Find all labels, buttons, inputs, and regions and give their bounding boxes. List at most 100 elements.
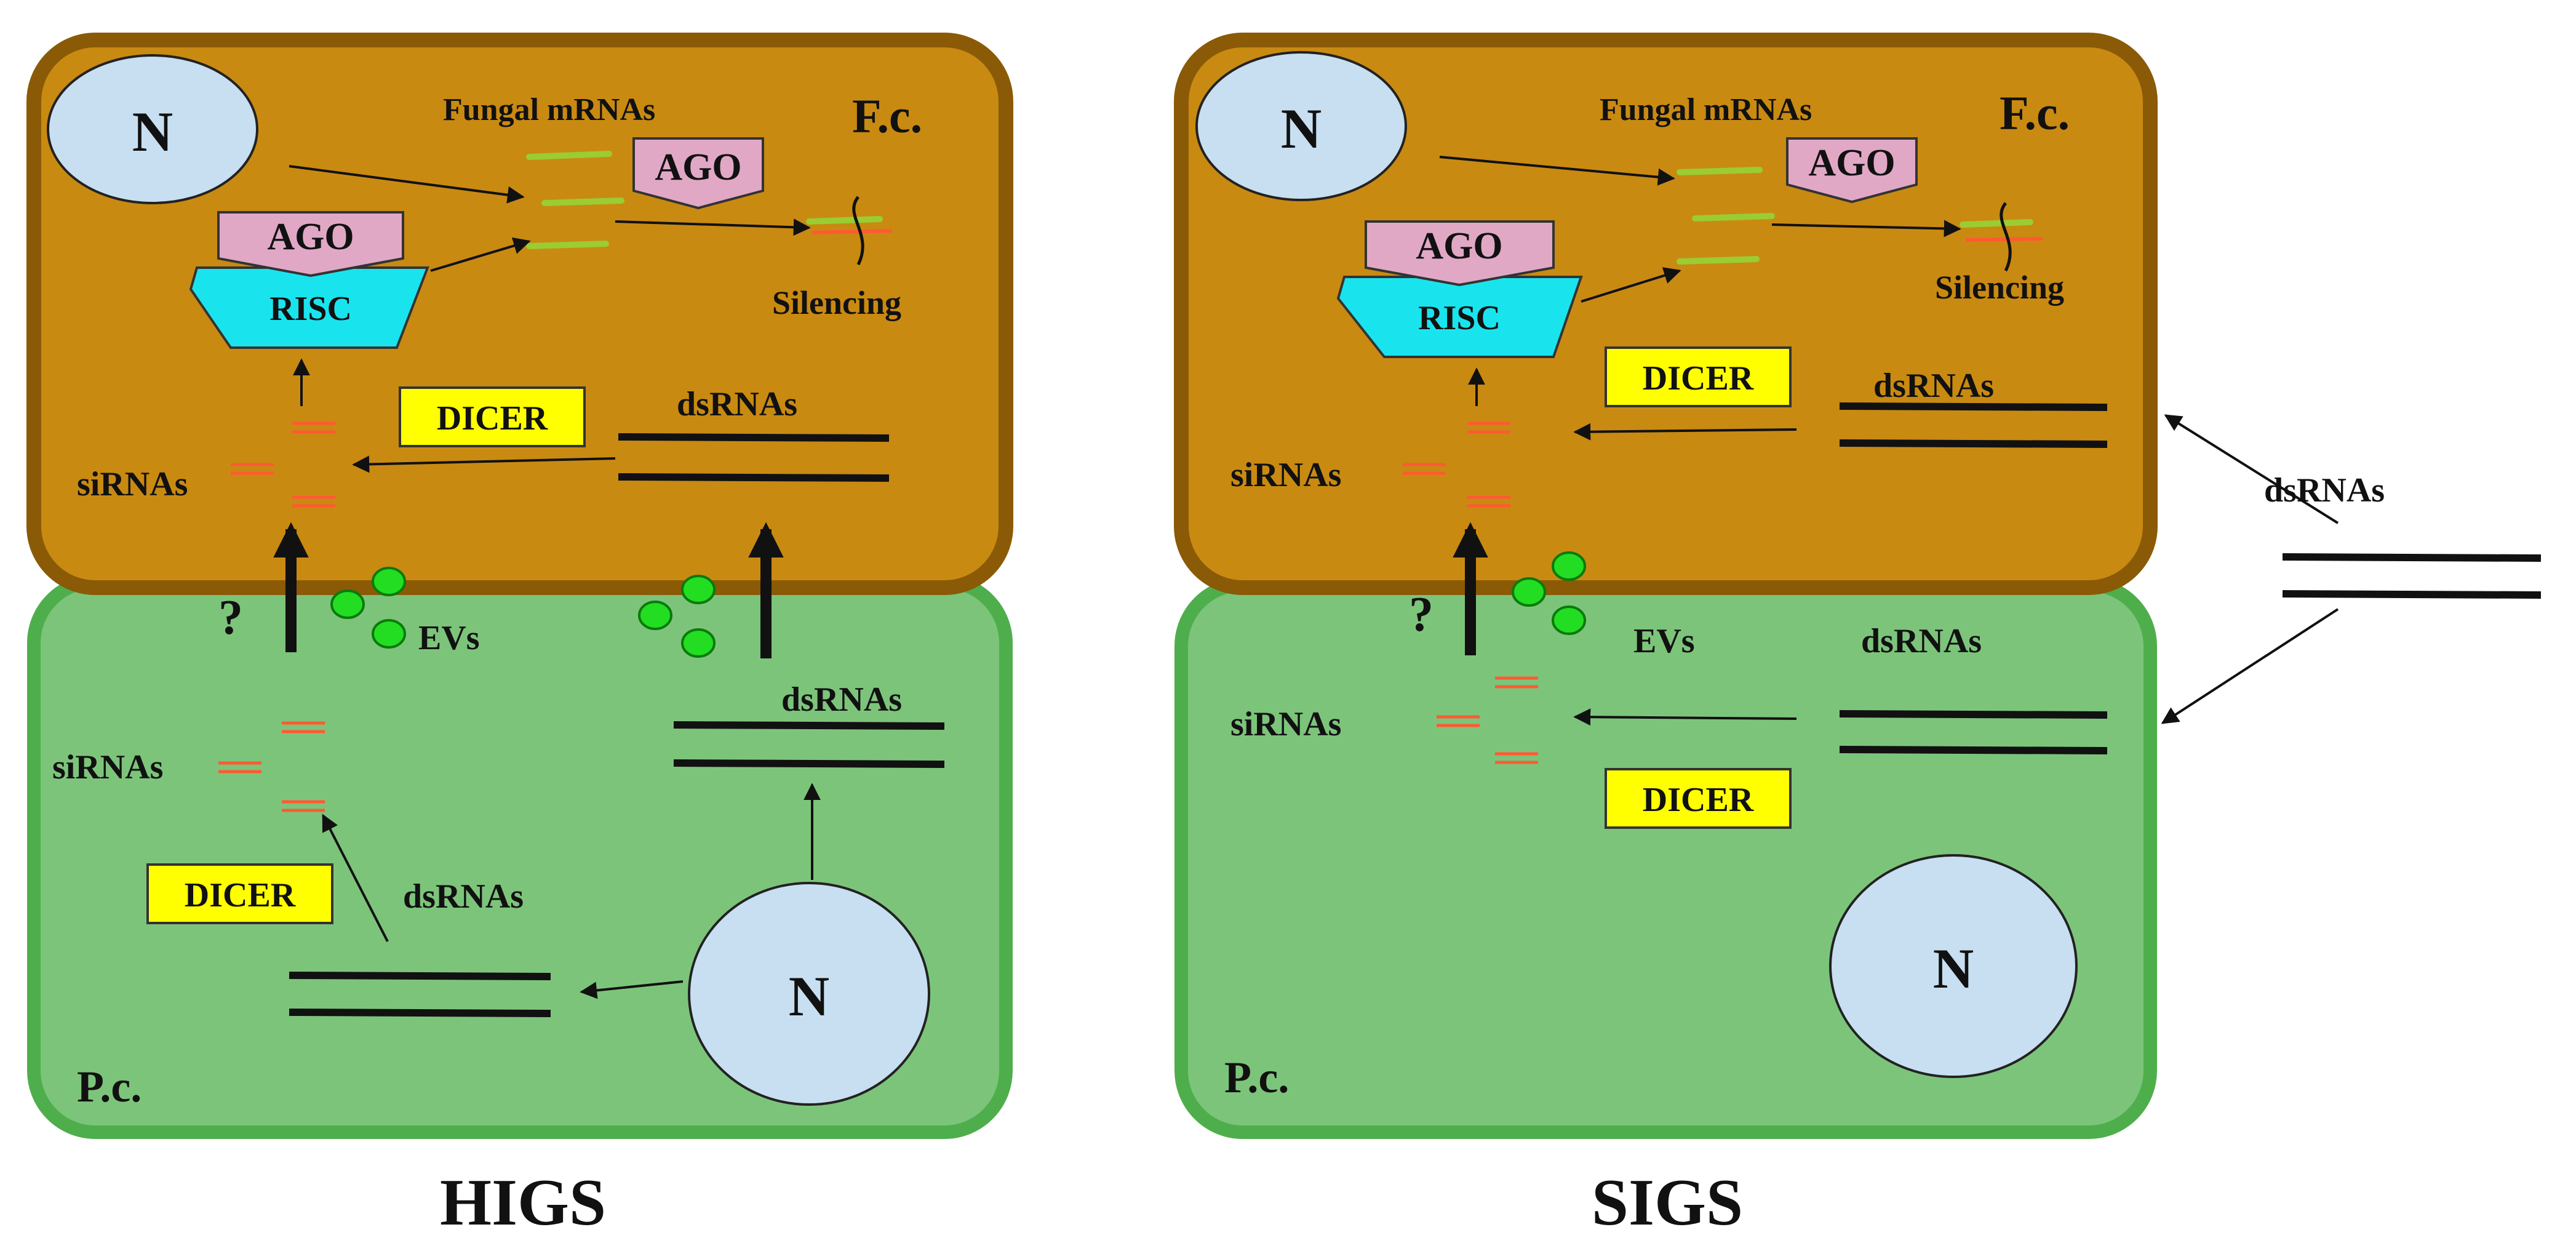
ago-label-top: AGO: [1808, 142, 1895, 184]
dsrna-fungal: [1839, 402, 2108, 448]
mrna-strand: [1677, 256, 1760, 265]
ago-box-top: [632, 137, 764, 210]
plant-arrows: [322, 783, 821, 999]
fungal-mrnas-label: Fungal mRNAs: [443, 92, 655, 127]
fungal-mrnas: [1677, 167, 2033, 265]
silencing-label: Silencing: [1935, 269, 2064, 306]
arrow-risc-to-mrna: [1581, 267, 1681, 303]
fungal-nucleus-label: N: [132, 100, 173, 163]
dicer-label-plant: DICER: [185, 876, 296, 914]
fungal-arrows: [289, 165, 811, 473]
external-dsrna: [2282, 553, 2542, 599]
dicer-box-plant: [146, 863, 333, 924]
arrow-external-to-plant: [2161, 608, 2339, 724]
arrow-nucleus-to-dsrna: [580, 980, 684, 999]
risc-label: RISC: [269, 290, 352, 328]
evs-label: EVs: [1633, 622, 1695, 660]
arrow-dsrna-to-sirna-plant: [1573, 708, 1797, 726]
fungal-arrows: [1439, 156, 1961, 441]
silencing-cleavage: [811, 196, 893, 266]
ago-box-top: [1786, 137, 1918, 204]
ago-label-risc: AGO: [1416, 225, 1502, 267]
risc-complex: [1336, 276, 1583, 358]
arrow-dsrna-to-sirna: [352, 455, 616, 473]
panel-caption-higs: HIGS: [440, 1166, 606, 1239]
ev: [372, 619, 406, 649]
dsrnas-label-plant: dsRNAs: [1861, 622, 1982, 660]
arrow-nucleus-to-mrna: [1439, 156, 1675, 186]
risc-complex: [189, 266, 429, 349]
dicer-label-fungal: DICER: [437, 399, 548, 438]
dsrna-plant: [1839, 710, 2108, 754]
panel-caption-sigs: SIGS: [1592, 1166, 1743, 1239]
plant-nucleus-label: N: [1933, 937, 1974, 1000]
dsrnas-label-fungal: dsRNAs: [1873, 367, 1994, 405]
mrna-strand: [526, 151, 612, 160]
dsrnas-label-plant-upper: dsRNAs: [781, 681, 902, 719]
sirnas-label-fungal: siRNAs: [77, 465, 188, 503]
mrna-strand: [1692, 213, 1775, 222]
arrow-risc-to-mrna: [430, 237, 531, 272]
ev: [372, 567, 406, 596]
dicer-box-plant: [1605, 768, 1792, 829]
silencing-label: Silencing: [772, 284, 901, 321]
silencing-cleavage: [1965, 202, 2043, 272]
dsrnas-label-plant-lower: dsRNAs: [403, 877, 524, 916]
ago-label-risc: AGO: [267, 216, 354, 258]
sirna-plant: [218, 721, 325, 812]
ev: [330, 590, 365, 619]
extracellular-vesicles: [330, 567, 716, 658]
fungal-mrnas: [526, 151, 883, 249]
external-dsrnas-label: dsRNAs: [2264, 471, 2385, 510]
mrna-strand: [526, 241, 609, 249]
question-mark: ?: [218, 591, 243, 645]
mrna-strand: [806, 216, 883, 225]
arrow-external-to-fungal: [2164, 414, 2339, 524]
ev: [681, 575, 716, 604]
dicer-box-fungal: [399, 386, 586, 447]
evs-label: EVs: [418, 619, 480, 657]
mrna-strand: [1960, 219, 2033, 228]
dsrna-plant-lower: [289, 972, 551, 1017]
dsrna-plant-upper: [673, 721, 945, 768]
ev: [638, 601, 672, 630]
dicer-label-fungal: DICER: [1643, 359, 1754, 398]
dsrnas-label-fungal: dsRNAs: [677, 385, 797, 423]
arrow-dsrna-to-sirna: [322, 813, 389, 942]
fungal-cell-label: F.c.: [852, 89, 922, 143]
fungal-nucleus: [1195, 51, 1407, 201]
ago-box-risc: [1365, 220, 1555, 287]
ago-label-top: AGO: [655, 146, 741, 188]
ev: [1552, 551, 1586, 581]
external-arrows: [2161, 414, 2339, 724]
fungal-cell-label: F.c.: [2000, 86, 2070, 140]
dsrna-fungal: [618, 433, 890, 482]
risc-label: RISC: [1418, 299, 1501, 337]
arrow-mrna-to-silencing: [1771, 220, 1961, 238]
fungal-mrnas-label: Fungal mRNAs: [1600, 92, 1812, 127]
sigs-panel: N F.c. Fungal mRNAs AGO Silencing AGO RI…: [1174, 33, 2542, 1239]
plant-nucleus: [1829, 854, 2078, 1078]
sirnas-label-plant: siRNAs: [52, 748, 163, 786]
ago-box-risc: [217, 211, 404, 278]
sirnas-label-fungal: siRNAs: [1230, 456, 1341, 494]
plant-cell-label: P.c.: [77, 1062, 142, 1111]
dicer-label-plant: DICER: [1643, 781, 1754, 819]
plant-nucleus: [688, 882, 930, 1106]
fungal-nucleus: [47, 54, 258, 204]
sirna-plant: [1437, 676, 1538, 764]
arrow-nucleus-to-mrna: [289, 165, 525, 204]
mrna-strand: [1677, 167, 1763, 175]
arrow-mrna-to-silencing: [615, 218, 811, 236]
higs-panel: N F.c. Fungal mRNAs AGO Silencing AGO RI…: [26, 33, 1013, 1239]
sirnas-label-plant: siRNAs: [1230, 705, 1341, 743]
fungal-nucleus-label: N: [1281, 97, 1322, 160]
dicer-box-fungal: [1605, 346, 1792, 407]
plant-nucleus-label: N: [789, 965, 829, 1028]
sirna-fungal: [231, 422, 335, 508]
mrna-strand: [541, 198, 624, 206]
arrow-dsrna-to-sirna: [1573, 423, 1797, 441]
plant-cell-label: P.c.: [1224, 1053, 1289, 1102]
